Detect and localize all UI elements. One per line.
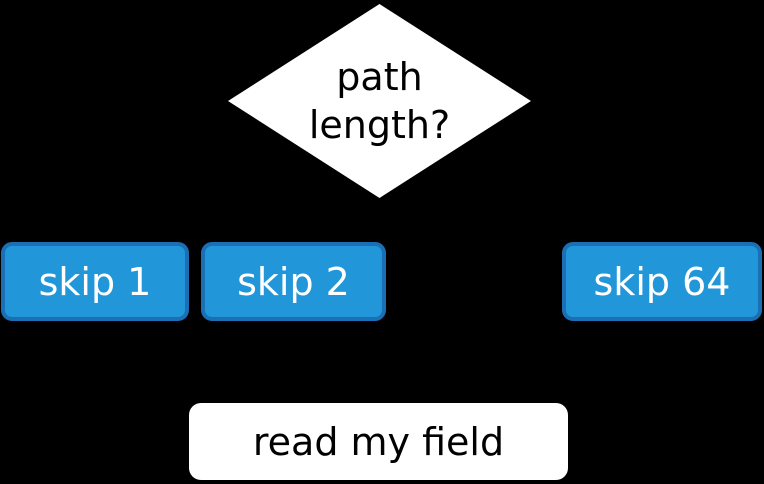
process-node-skip-2[interactable]: skip 2 (201, 242, 386, 321)
decision-node-label: path length? (228, 4, 531, 198)
process-node-skip-1-label: skip 1 (38, 259, 152, 304)
decision-node-path-length[interactable]: path length? (228, 4, 531, 198)
decision-label-line-1: path (336, 55, 423, 99)
terminal-node-read-my-field[interactable]: read my field (189, 403, 568, 480)
process-node-skip-64[interactable]: skip 64 (562, 242, 762, 321)
process-node-skip-2-label: skip 2 (237, 259, 350, 304)
process-node-skip-1[interactable]: skip 1 (1, 242, 189, 321)
terminal-node-label: read my field (252, 419, 505, 464)
process-node-skip-64-label: skip 64 (593, 259, 731, 304)
decision-label-line-2: length? (308, 103, 451, 147)
